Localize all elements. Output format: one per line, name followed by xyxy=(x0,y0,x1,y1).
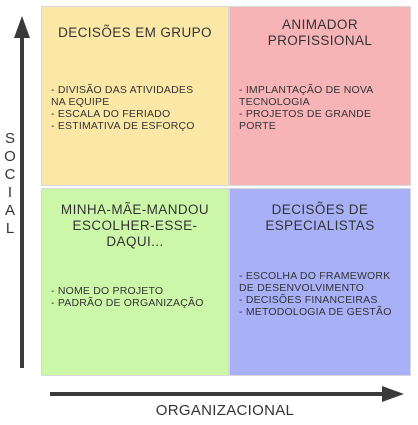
quadrant-item-list: - IMPLANTAÇÃO DE NOVA TECNOLOGIA - PROJE… xyxy=(239,84,406,132)
list-item: - PADRÃO DE ORGANIZAÇÃO xyxy=(51,297,204,309)
list-item: - ESCOLHA DO FRAMEWORK DE DESENVOLVIMENT… xyxy=(239,270,391,294)
x-axis-arrowhead xyxy=(382,386,404,402)
list-item: - NOME DO PROJETO xyxy=(51,285,164,297)
list-item: - IMPLANTAÇÃO DE NOVA TECNOLOGIA xyxy=(239,84,374,108)
list-item: - DECISÕES FINANCEIRAS xyxy=(239,294,378,306)
quadrant-specialist-decisions: DECISÕES DE ESPECIALISTAS - ESCOLHA DO F… xyxy=(229,188,411,376)
list-item: - METODOLOGIA DE GESTÃO xyxy=(239,306,392,318)
x-axis-label: ORGANIZACIONAL xyxy=(155,402,295,419)
quadrant-title: ANIMADOR PROFISSIONAL xyxy=(267,17,373,48)
quadrant-title: DECISÕES EM GRUPO xyxy=(58,25,212,40)
list-item: - ESTIMATIVA DE ESFORÇO xyxy=(51,120,195,132)
quadrant-mom-told-me: MINHA-MÃE-MANDOU ESCOLHER-ESSE-DAQUI... … xyxy=(41,188,229,376)
list-item: - PROJETOS DE GRANDE PORTE xyxy=(239,108,372,132)
y-axis-arrowhead xyxy=(14,16,30,38)
y-axis-label: S O C I A L xyxy=(4,130,16,237)
quadrant-professional-animator: ANIMADOR PROFISSIONAL - IMPLANTAÇÃO DE N… xyxy=(229,6,411,186)
list-item: - ESCALA DO FERIADO xyxy=(51,108,171,120)
quadrant-item-list: - DIVISÃO DAS ATIVIDADES NA EQUIPE - ESC… xyxy=(51,84,224,132)
quadrant-title: DECISÕES DE ESPECIALISTAS xyxy=(265,202,375,233)
list-item: - DIVISÃO DAS ATIVIDADES NA EQUIPE xyxy=(51,84,194,108)
quadrant-title: MINHA-MÃE-MANDOU ESCOLHER-ESSE-DAQUI... xyxy=(60,202,210,249)
quadrant-item-list: - NOME DO PROJETO - PADRÃO DE ORGANIZAÇÃ… xyxy=(51,285,224,309)
quadrant-group-decisions: DECISÕES EM GRUPO - DIVISÃO DAS ATIVIDAD… xyxy=(41,6,229,186)
quadrant-item-list: - ESCOLHA DO FRAMEWORK DE DESENVOLVIMENT… xyxy=(239,270,406,318)
